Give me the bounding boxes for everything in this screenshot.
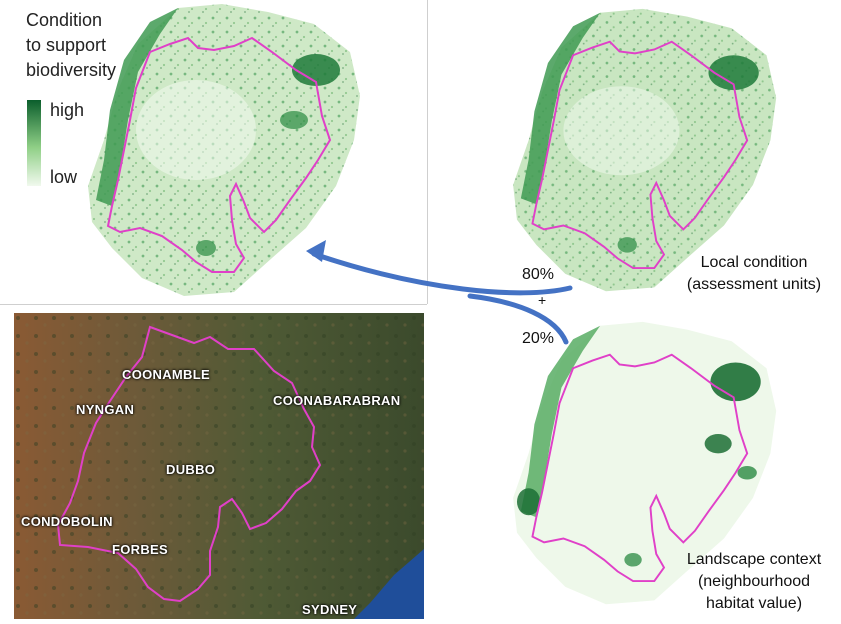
weight-local: 80% bbox=[522, 266, 555, 283]
local-condition-map bbox=[513, 8, 777, 292]
western-dense-band bbox=[96, 8, 178, 206]
legend-title: Condition to support biodiversity bbox=[26, 10, 117, 80]
town-label-dubbo: DUBBO bbox=[166, 462, 216, 477]
landscape-context-map bbox=[513, 321, 777, 605]
arrow-landscape-context bbox=[467, 293, 569, 345]
legend-color-ramp bbox=[27, 100, 41, 186]
combined-condition-map bbox=[88, 4, 360, 296]
town-label-sydney: SYDNEY bbox=[302, 602, 358, 617]
vertical-divider bbox=[427, 0, 428, 304]
town-label-forbes: FORBES bbox=[112, 542, 168, 557]
horizontal-divider bbox=[0, 304, 427, 305]
weight-landscape: 20% bbox=[522, 330, 555, 347]
local-condition-caption: Local condition (assessment units) bbox=[686, 254, 822, 293]
eastern-dense-patch bbox=[292, 54, 340, 86]
town-label-coonamble: COONAMBLE bbox=[122, 367, 210, 382]
weight-plus: + bbox=[538, 292, 547, 308]
legend-low-label: low bbox=[50, 167, 78, 187]
region-boundary bbox=[56, 325, 322, 603]
town-label-condobolin: CONDOBOLIN bbox=[21, 514, 113, 529]
town-label-coonabarabran: COONABARABRAN bbox=[273, 393, 401, 408]
satellite-map bbox=[14, 313, 424, 619]
arrowhead bbox=[306, 240, 326, 262]
town-label-nyngan: NYNGAN bbox=[76, 402, 135, 417]
legend-high-label: high bbox=[50, 100, 85, 120]
sea bbox=[354, 549, 424, 619]
landscape-context-caption: Landscape context (neighbourhood habitat… bbox=[686, 551, 822, 612]
arrow-local-condition bbox=[311, 251, 573, 296]
